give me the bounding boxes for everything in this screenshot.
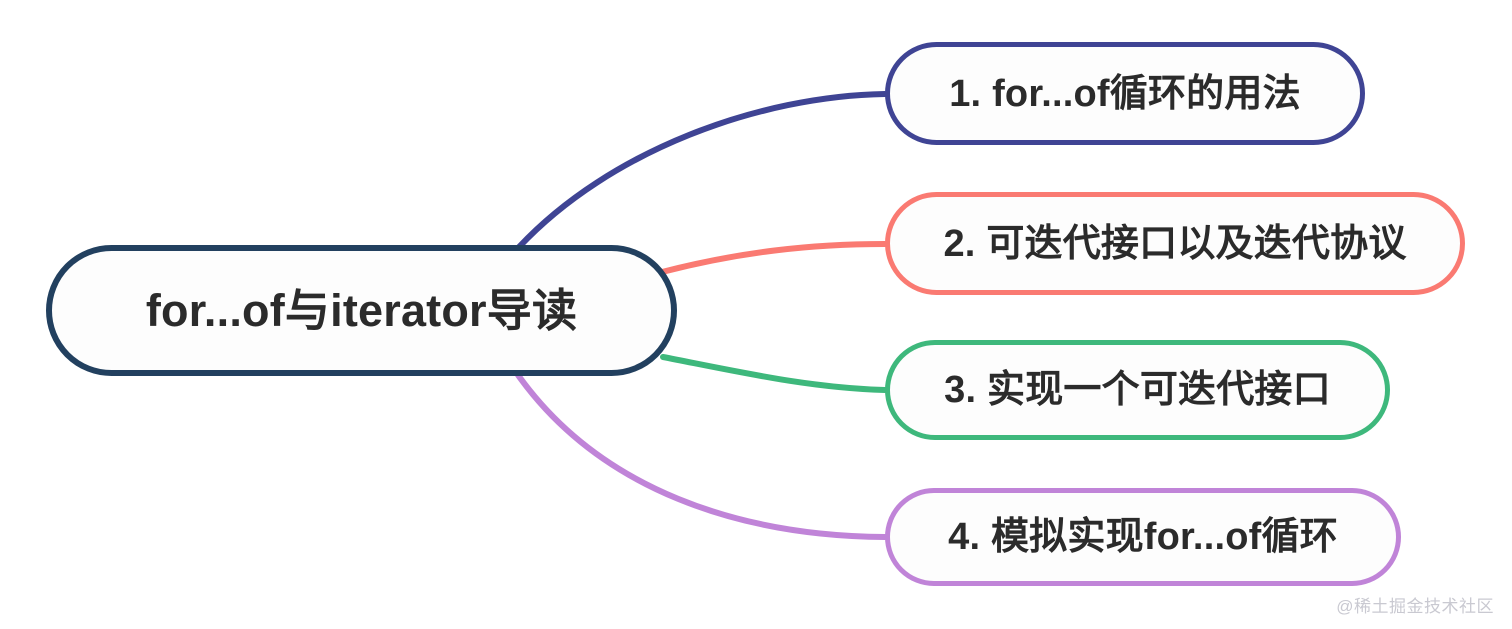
mindmap-root-node[interactable]: for...of与iterator导读 <box>46 245 677 376</box>
connector-branch-4 <box>515 372 888 540</box>
root-node-label: for...of与iterator导读 <box>145 285 578 336</box>
connector-branch-2 <box>659 241 888 275</box>
watermark-text: @稀土掘金技术社区 <box>1336 597 1494 616</box>
mindmap-branch-node-4[interactable]: 4. 模拟实现for...of循环 <box>885 488 1401 586</box>
mindmap-branch-node-3[interactable]: 3. 实现一个可迭代接口 <box>885 340 1390 440</box>
connector-branch-1 <box>516 91 888 250</box>
mindmap-branch-node-1[interactable]: 1. for...of循环的用法 <box>885 42 1365 145</box>
mindmap-branch-node-2[interactable]: 2. 可迭代接口以及迭代协议 <box>885 192 1465 295</box>
branch-node-label-4: 4. 模拟实现for...of循环 <box>948 516 1338 558</box>
connector-branch-3 <box>660 354 888 393</box>
branch-node-label-2: 2. 可迭代接口以及迭代协议 <box>943 222 1407 265</box>
branch-node-label-1: 1. for...of循环的用法 <box>949 72 1301 115</box>
branch-node-label-3: 3. 实现一个可迭代接口 <box>944 369 1331 411</box>
